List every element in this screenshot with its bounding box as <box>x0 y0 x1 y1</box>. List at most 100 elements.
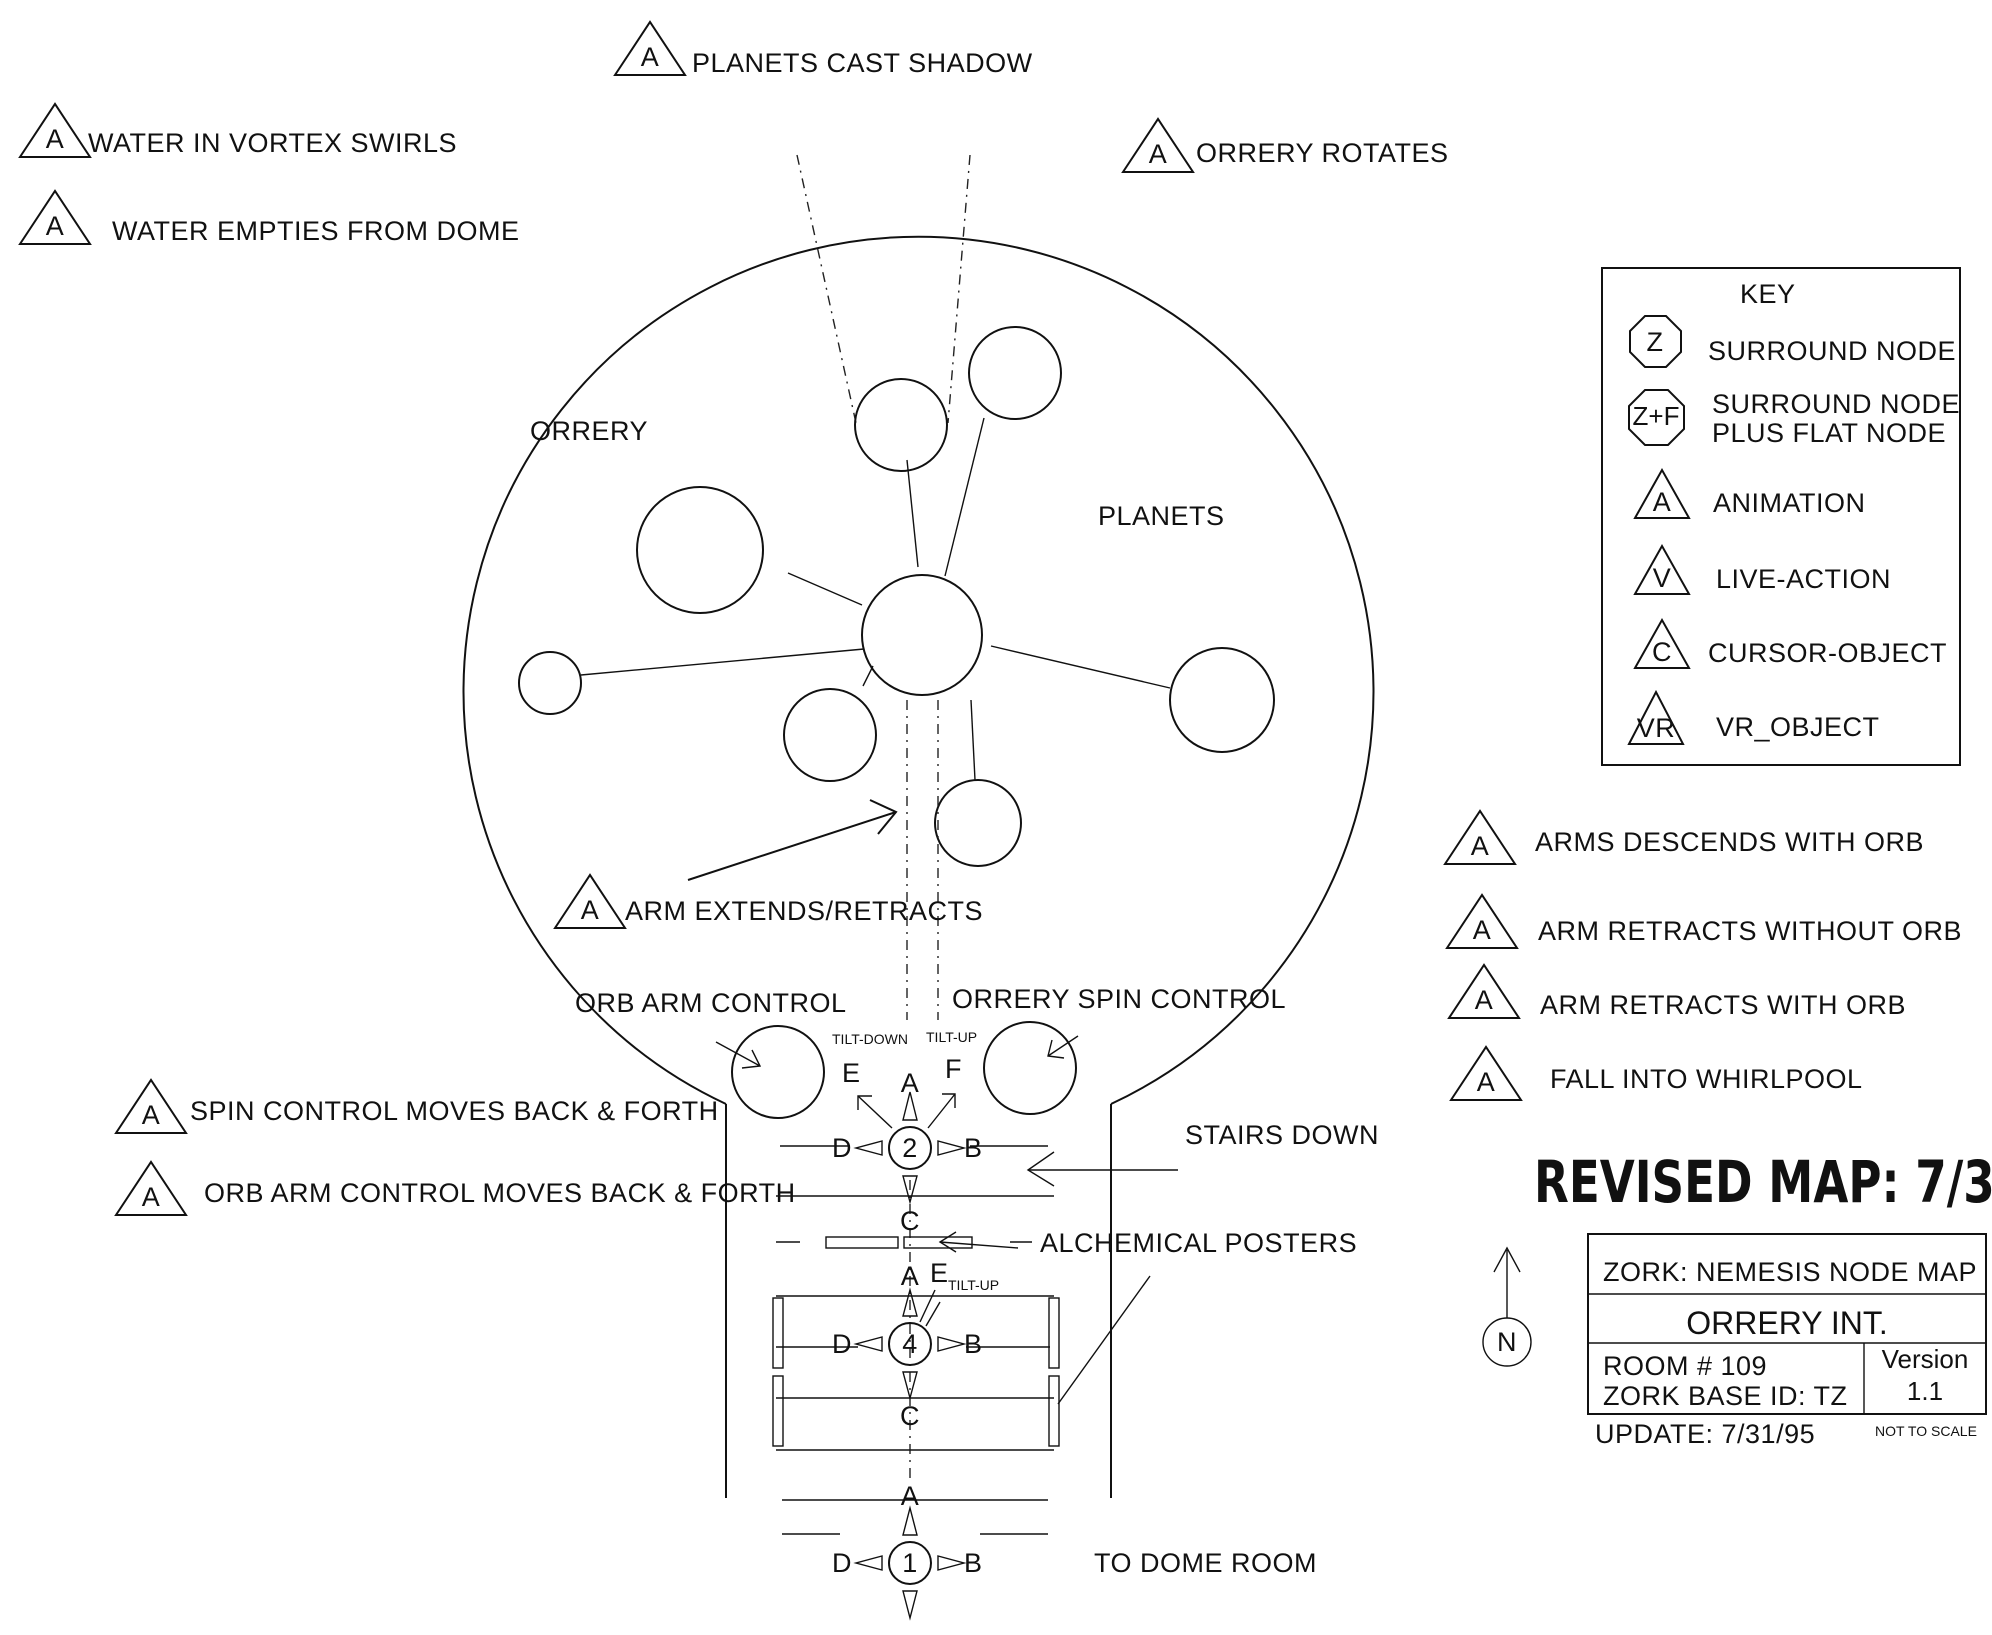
dir-e: E <box>930 1258 949 1288</box>
node-2[interactable]: 2 A B C D E F <box>832 1054 983 1236</box>
svg-text:A: A <box>142 1182 161 1212</box>
label-orrery: ORRERY <box>530 416 648 446</box>
dir-d: D <box>832 1329 852 1359</box>
node-arrow-south <box>902 1590 918 1621</box>
key-frame <box>1601 267 1961 766</box>
svg-text:ORRERY ROTATES: ORRERY ROTATES <box>1196 138 1449 168</box>
svg-text:A: A <box>1477 1067 1496 1097</box>
wall-panel <box>1048 1375 1060 1447</box>
tilt-arrow <box>857 1095 893 1129</box>
title-block: ZORK: NEMESIS NODE MAP ORRERY INT. ROOM … <box>1587 1233 1987 1449</box>
node-arrow-north <box>902 1091 918 1121</box>
wall-panel <box>772 1375 784 1447</box>
node-number: 2 <box>902 1133 918 1163</box>
key-title: KEY <box>1740 279 1796 309</box>
animation-icon <box>613 20 687 76</box>
node-arrow-east <box>937 1336 967 1352</box>
planet-sun <box>861 574 983 696</box>
node-arrow-west <box>853 1555 883 1571</box>
update-date: UPDATE: 7/31/95 <box>1595 1419 1815 1449</box>
planet <box>1169 647 1275 753</box>
callout-water-empties: A WATER EMPTIES FROM DOME <box>18 189 520 246</box>
map-title: ZORK: NEMESIS NODE MAP <box>1603 1257 1977 1287</box>
posters-arrow <box>939 1241 1019 1249</box>
map-subtitle: ORRERY INT. <box>1686 1305 1888 1341</box>
octagon-icon <box>1628 389 1685 446</box>
animation-icon <box>18 189 92 245</box>
node-circle <box>888 1126 932 1170</box>
node-arrow-east <box>937 1555 967 1571</box>
svg-text:A: A <box>46 124 65 154</box>
version-label: Version <box>1882 1344 1969 1374</box>
svg-text:VR_OBJECT: VR_OBJECT <box>1716 712 1880 742</box>
orrery-spin-control[interactable] <box>983 1021 1077 1115</box>
callout-water-vortex: A WATER IN VORTEX SWIRLS <box>18 102 457 158</box>
callout-arm-extends: A ARM EXTENDS/RETRACTS <box>553 873 983 929</box>
dir-b: B <box>964 1548 983 1578</box>
planet <box>518 651 582 715</box>
animation-icon <box>1447 963 1521 1019</box>
callout-planets-shadow: A PLANETS CAST SHADOW <box>613 20 1033 78</box>
label-stairs-down: STAIRS DOWN <box>1185 1120 1379 1150</box>
arrowhead <box>938 1231 957 1253</box>
svg-text:A: A <box>581 895 600 925</box>
svg-text:ARMS DESCENDS WITH ORB: ARMS DESCENDS WITH ORB <box>1535 827 1924 857</box>
node-arrow-west <box>853 1336 883 1352</box>
svg-text:V: V <box>1653 563 1672 593</box>
animation-icon <box>1449 1045 1523 1101</box>
svg-text:Z: Z <box>1647 327 1664 357</box>
wall-panel <box>1048 1297 1060 1369</box>
live-action-icon <box>1633 543 1691 595</box>
room-number: ROOM # 109 <box>1603 1351 1767 1381</box>
dome-outline <box>462 235 1375 1105</box>
animation-icon <box>114 1160 188 1216</box>
octagon-icon <box>1629 315 1682 368</box>
arrowhead <box>1047 1039 1065 1059</box>
svg-text:PLANETS CAST SHADOW: PLANETS CAST SHADOW <box>692 48 1033 78</box>
svg-text:CURSOR-OBJECT: CURSOR-OBJECT <box>1708 638 1947 668</box>
node-circle <box>888 1322 932 1366</box>
base-id: ZORK BASE ID: TZ <box>1603 1381 1848 1411</box>
svg-text:A: A <box>1473 915 1492 945</box>
dir-e: E <box>842 1058 861 1088</box>
arrowhead <box>1026 1151 1055 1187</box>
planet-arm <box>990 645 1171 689</box>
svg-text:WATER EMPTIES FROM DOME: WATER EMPTIES FROM DOME <box>112 216 520 246</box>
poster <box>825 1236 899 1249</box>
dir-c: C <box>900 1401 920 1431</box>
animation-icon <box>1121 117 1195 173</box>
callout-arm-retracts-without: A ARM RETRACTS WITHOUT ORB <box>1445 893 1962 949</box>
node-4[interactable]: 4 A B C D E <box>832 1258 983 1431</box>
node-arrow-west <box>853 1140 883 1156</box>
svg-text:A: A <box>1471 831 1490 861</box>
svg-text:ARM RETRACTS WITH ORB: ARM RETRACTS WITH ORB <box>1540 990 1906 1020</box>
node-circle <box>888 1541 932 1585</box>
arrowhead <box>869 799 898 835</box>
node-arrow-south <box>902 1371 918 1401</box>
north-arrowhead <box>1493 1246 1521 1273</box>
label-tilt-up-node4: TILT-UP <box>948 1277 999 1293</box>
animation-icon <box>1445 893 1519 949</box>
planet-arm <box>944 417 985 577</box>
dir-c: C <box>900 1206 920 1236</box>
label-tilt-down: TILT-DOWN <box>832 1031 908 1047</box>
callout-orb-moves: A ORB ARM CONTROL MOVES BACK & FORTH <box>114 1160 795 1216</box>
svg-text:SPIN CONTROL MOVES BACK & FORT: SPIN CONTROL MOVES BACK & FORTH <box>190 1096 719 1126</box>
callout-spin-moves: A SPIN CONTROL MOVES BACK & FORTH <box>114 1078 719 1134</box>
node-1[interactable]: 1 A B D <box>832 1481 983 1621</box>
node-arrow-east <box>937 1140 967 1156</box>
planet <box>934 779 1022 867</box>
svg-text:A: A <box>46 211 65 241</box>
tilt-arrow <box>925 1301 941 1327</box>
shadow-line-right <box>947 154 971 424</box>
title-frame <box>1587 1233 1987 1415</box>
dir-a: A <box>901 1261 920 1291</box>
orb-arm-control[interactable] <box>731 1025 825 1119</box>
svg-text:A: A <box>1475 985 1494 1015</box>
dir-a: A <box>901 1068 920 1098</box>
scale-note: NOT TO SCALE <box>1875 1423 1977 1439</box>
dir-f: F <box>945 1054 962 1084</box>
animation-icon <box>553 873 627 929</box>
planet-arm <box>862 665 874 687</box>
arm-extends-arrow <box>687 811 897 881</box>
